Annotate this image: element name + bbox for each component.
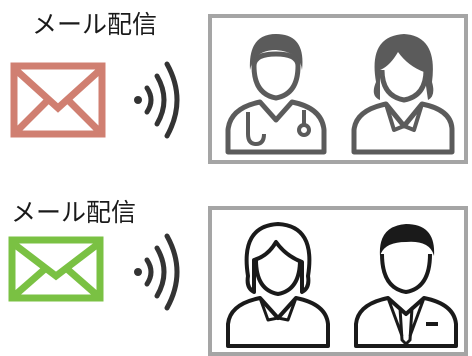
woman-icon (226, 222, 330, 348)
businesswoman-icon (351, 34, 455, 155)
recipient-panel-2 (208, 206, 468, 356)
wireless-signal-icon (134, 61, 180, 139)
envelope-icon (8, 236, 104, 302)
recipient-panel-1 (208, 14, 468, 164)
mail-delivery-label-1: メール配信 (32, 10, 158, 39)
businessman-icon (354, 224, 458, 348)
envelope-icon (10, 62, 106, 138)
wireless-signal-icon (134, 233, 180, 311)
mail-delivery-label-2: メール配信 (11, 198, 137, 227)
doctor-icon (225, 34, 327, 155)
